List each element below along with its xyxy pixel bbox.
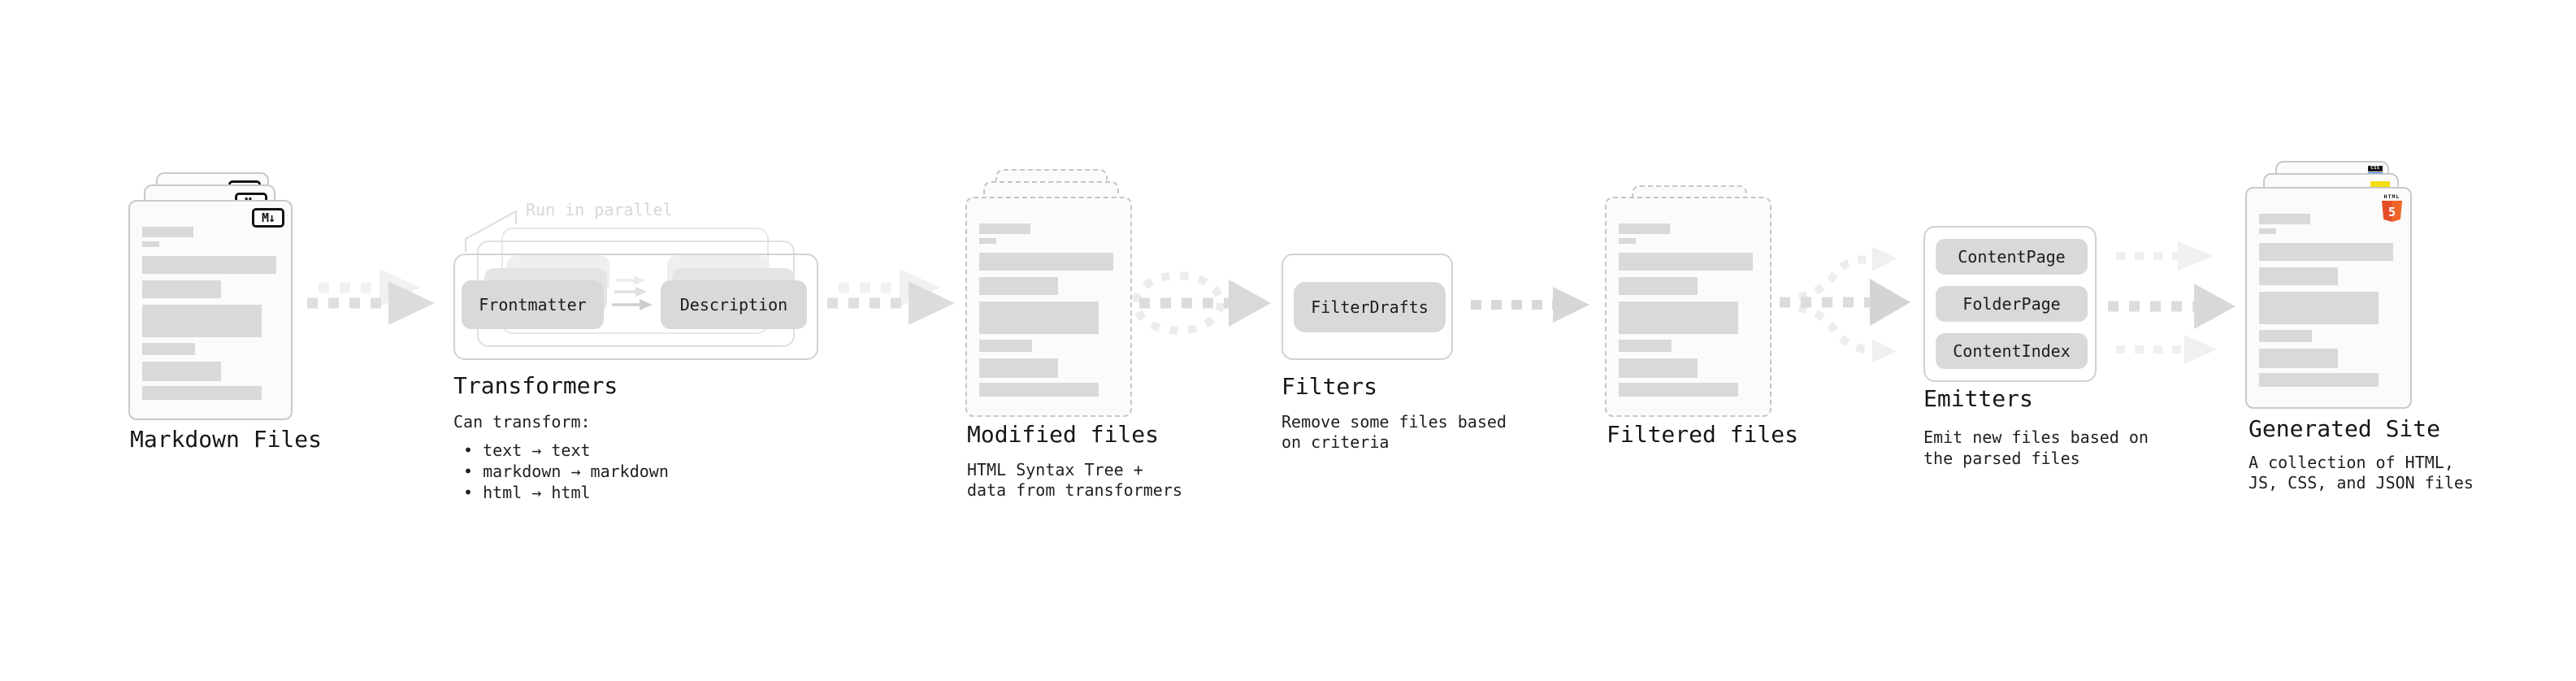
stage-label-emitters: Emitters xyxy=(1923,385,2033,412)
desc-line: the parsed files xyxy=(1923,449,2080,468)
stage-desc-emitters: Emit new files based on the parsed files xyxy=(1923,427,2149,469)
doc-text-line xyxy=(1619,383,1738,397)
emitter-pill-folderpage: FolderPage xyxy=(1936,286,2088,322)
transformer-frame xyxy=(453,254,818,360)
html5-icon-label: HTML xyxy=(2383,193,2400,200)
doc-text-line xyxy=(1619,358,1698,378)
stage-label-transformers: Transformers xyxy=(453,372,618,399)
doc-text-line xyxy=(1619,253,1753,271)
transformer-pill-description: Description xyxy=(661,280,807,329)
doc-text-line xyxy=(2259,214,2310,224)
css-icon-label: CSS xyxy=(2368,166,2383,171)
doc-text-line xyxy=(2259,330,2312,342)
filters-box: FilterDrafts xyxy=(1281,254,1453,360)
stage-label-filters: Filters xyxy=(1281,373,1378,400)
flow-arrow-fanout-icon xyxy=(1780,247,1910,362)
doc-text-line xyxy=(2259,349,2338,368)
doc-text-line xyxy=(979,277,1058,295)
stage-label-filtered-files: Filtered files xyxy=(1607,421,1799,448)
doc-text-line xyxy=(979,301,1099,334)
doc-text-line xyxy=(979,223,1030,234)
emitters-box: ContentPage FolderPage ContentIndex xyxy=(1923,226,2097,382)
doc-text-line xyxy=(142,227,193,237)
desc-line: • markdown → markdown xyxy=(463,462,669,481)
js-icon xyxy=(2370,181,2390,190)
stage-desc-transformers: Can transform: • text → text • markdown … xyxy=(453,411,669,503)
desc-line: JS, CSS, and JSON files xyxy=(2249,473,2474,492)
desc-line: Emit new files based on xyxy=(1923,427,2149,447)
flow-arrow-triple-icon xyxy=(2108,241,2236,364)
flow-arrow-icon xyxy=(827,269,955,325)
stage-generated-site: CSS HTML 5 xyxy=(2245,161,2416,413)
doc-text-line xyxy=(2259,267,2338,285)
doc-text-line xyxy=(979,340,1032,352)
doc-text-line xyxy=(142,386,262,400)
stage-label-generated-site: Generated Site xyxy=(2249,415,2441,442)
stage-markdown-files: M↓ M↓ M↓ xyxy=(128,172,299,424)
doc-text-line xyxy=(142,280,221,298)
transformer-pill-frontmatter: Frontmatter xyxy=(462,280,604,329)
doc-text-line xyxy=(979,358,1058,378)
doc-card: HTML 5 xyxy=(2245,187,2412,409)
stage-filtered-files xyxy=(1605,185,1776,421)
doc-text-line xyxy=(142,256,276,274)
doc-text-line xyxy=(979,383,1099,397)
doc-text-line xyxy=(979,238,996,244)
desc-line: HTML Syntax Tree + xyxy=(967,460,1143,479)
doc-text-line xyxy=(1619,238,1636,244)
run-in-parallel-note: Run in parallel xyxy=(526,200,673,219)
doc-text-line xyxy=(1619,301,1738,334)
svg-text:5: 5 xyxy=(2388,205,2396,219)
doc-text-line xyxy=(142,362,221,381)
html5-shield-icon: 5 xyxy=(2382,201,2402,222)
doc-text-line xyxy=(2259,228,2276,234)
doc-text-line xyxy=(2259,243,2393,261)
transformer-arrows-icon xyxy=(612,275,653,310)
stage-desc-generated-site: A collection of HTML, JS, CSS, and JSON … xyxy=(2249,453,2474,493)
doc-card xyxy=(1605,197,1772,417)
doc-text-line xyxy=(2259,373,2379,387)
desc-line: • html → html xyxy=(463,483,591,502)
filter-pill-filterdrafts: FilterDrafts xyxy=(1294,282,1446,332)
desc-line: A collection of HTML, xyxy=(2249,453,2454,472)
doc-text-line xyxy=(142,241,159,247)
doc-text-line xyxy=(1619,223,1670,234)
desc-line: on criteria xyxy=(1281,432,1390,452)
doc-text-line xyxy=(142,305,262,337)
note-leader-line xyxy=(465,210,517,252)
doc-text-line xyxy=(1619,277,1698,295)
emitter-pill-contentindex: ContentIndex xyxy=(1936,333,2088,369)
flow-arrow-icon xyxy=(1132,271,1271,335)
desc-line: Can transform: xyxy=(453,412,591,432)
markdown-icon: M↓ xyxy=(252,208,284,228)
stage-desc-modified-files: HTML Syntax Tree + data from transformer… xyxy=(967,460,1182,501)
doc-text-line xyxy=(2259,292,2379,324)
doc-text-line xyxy=(979,253,1113,271)
desc-line: Remove some files based xyxy=(1281,412,1507,432)
doc-text-line xyxy=(1619,340,1672,352)
stage-modified-files xyxy=(965,169,1136,421)
doc-text-line xyxy=(142,343,195,355)
stage-label-markdown-files: Markdown Files xyxy=(130,426,323,453)
desc-line: • text → text xyxy=(463,440,591,460)
flow-arrow-icon xyxy=(307,269,435,325)
desc-line: data from transformers xyxy=(967,480,1182,500)
emitter-pill-contentpage: ContentPage xyxy=(1936,239,2088,275)
html5-icon: HTML 5 xyxy=(2381,194,2403,226)
flow-arrow-icon xyxy=(1471,287,1589,323)
stage-label-modified-files: Modified files xyxy=(967,421,1160,448)
stage-desc-filters: Remove some files based on criteria xyxy=(1281,412,1507,453)
doc-card: M↓ xyxy=(128,200,293,420)
doc-card xyxy=(965,197,1132,417)
